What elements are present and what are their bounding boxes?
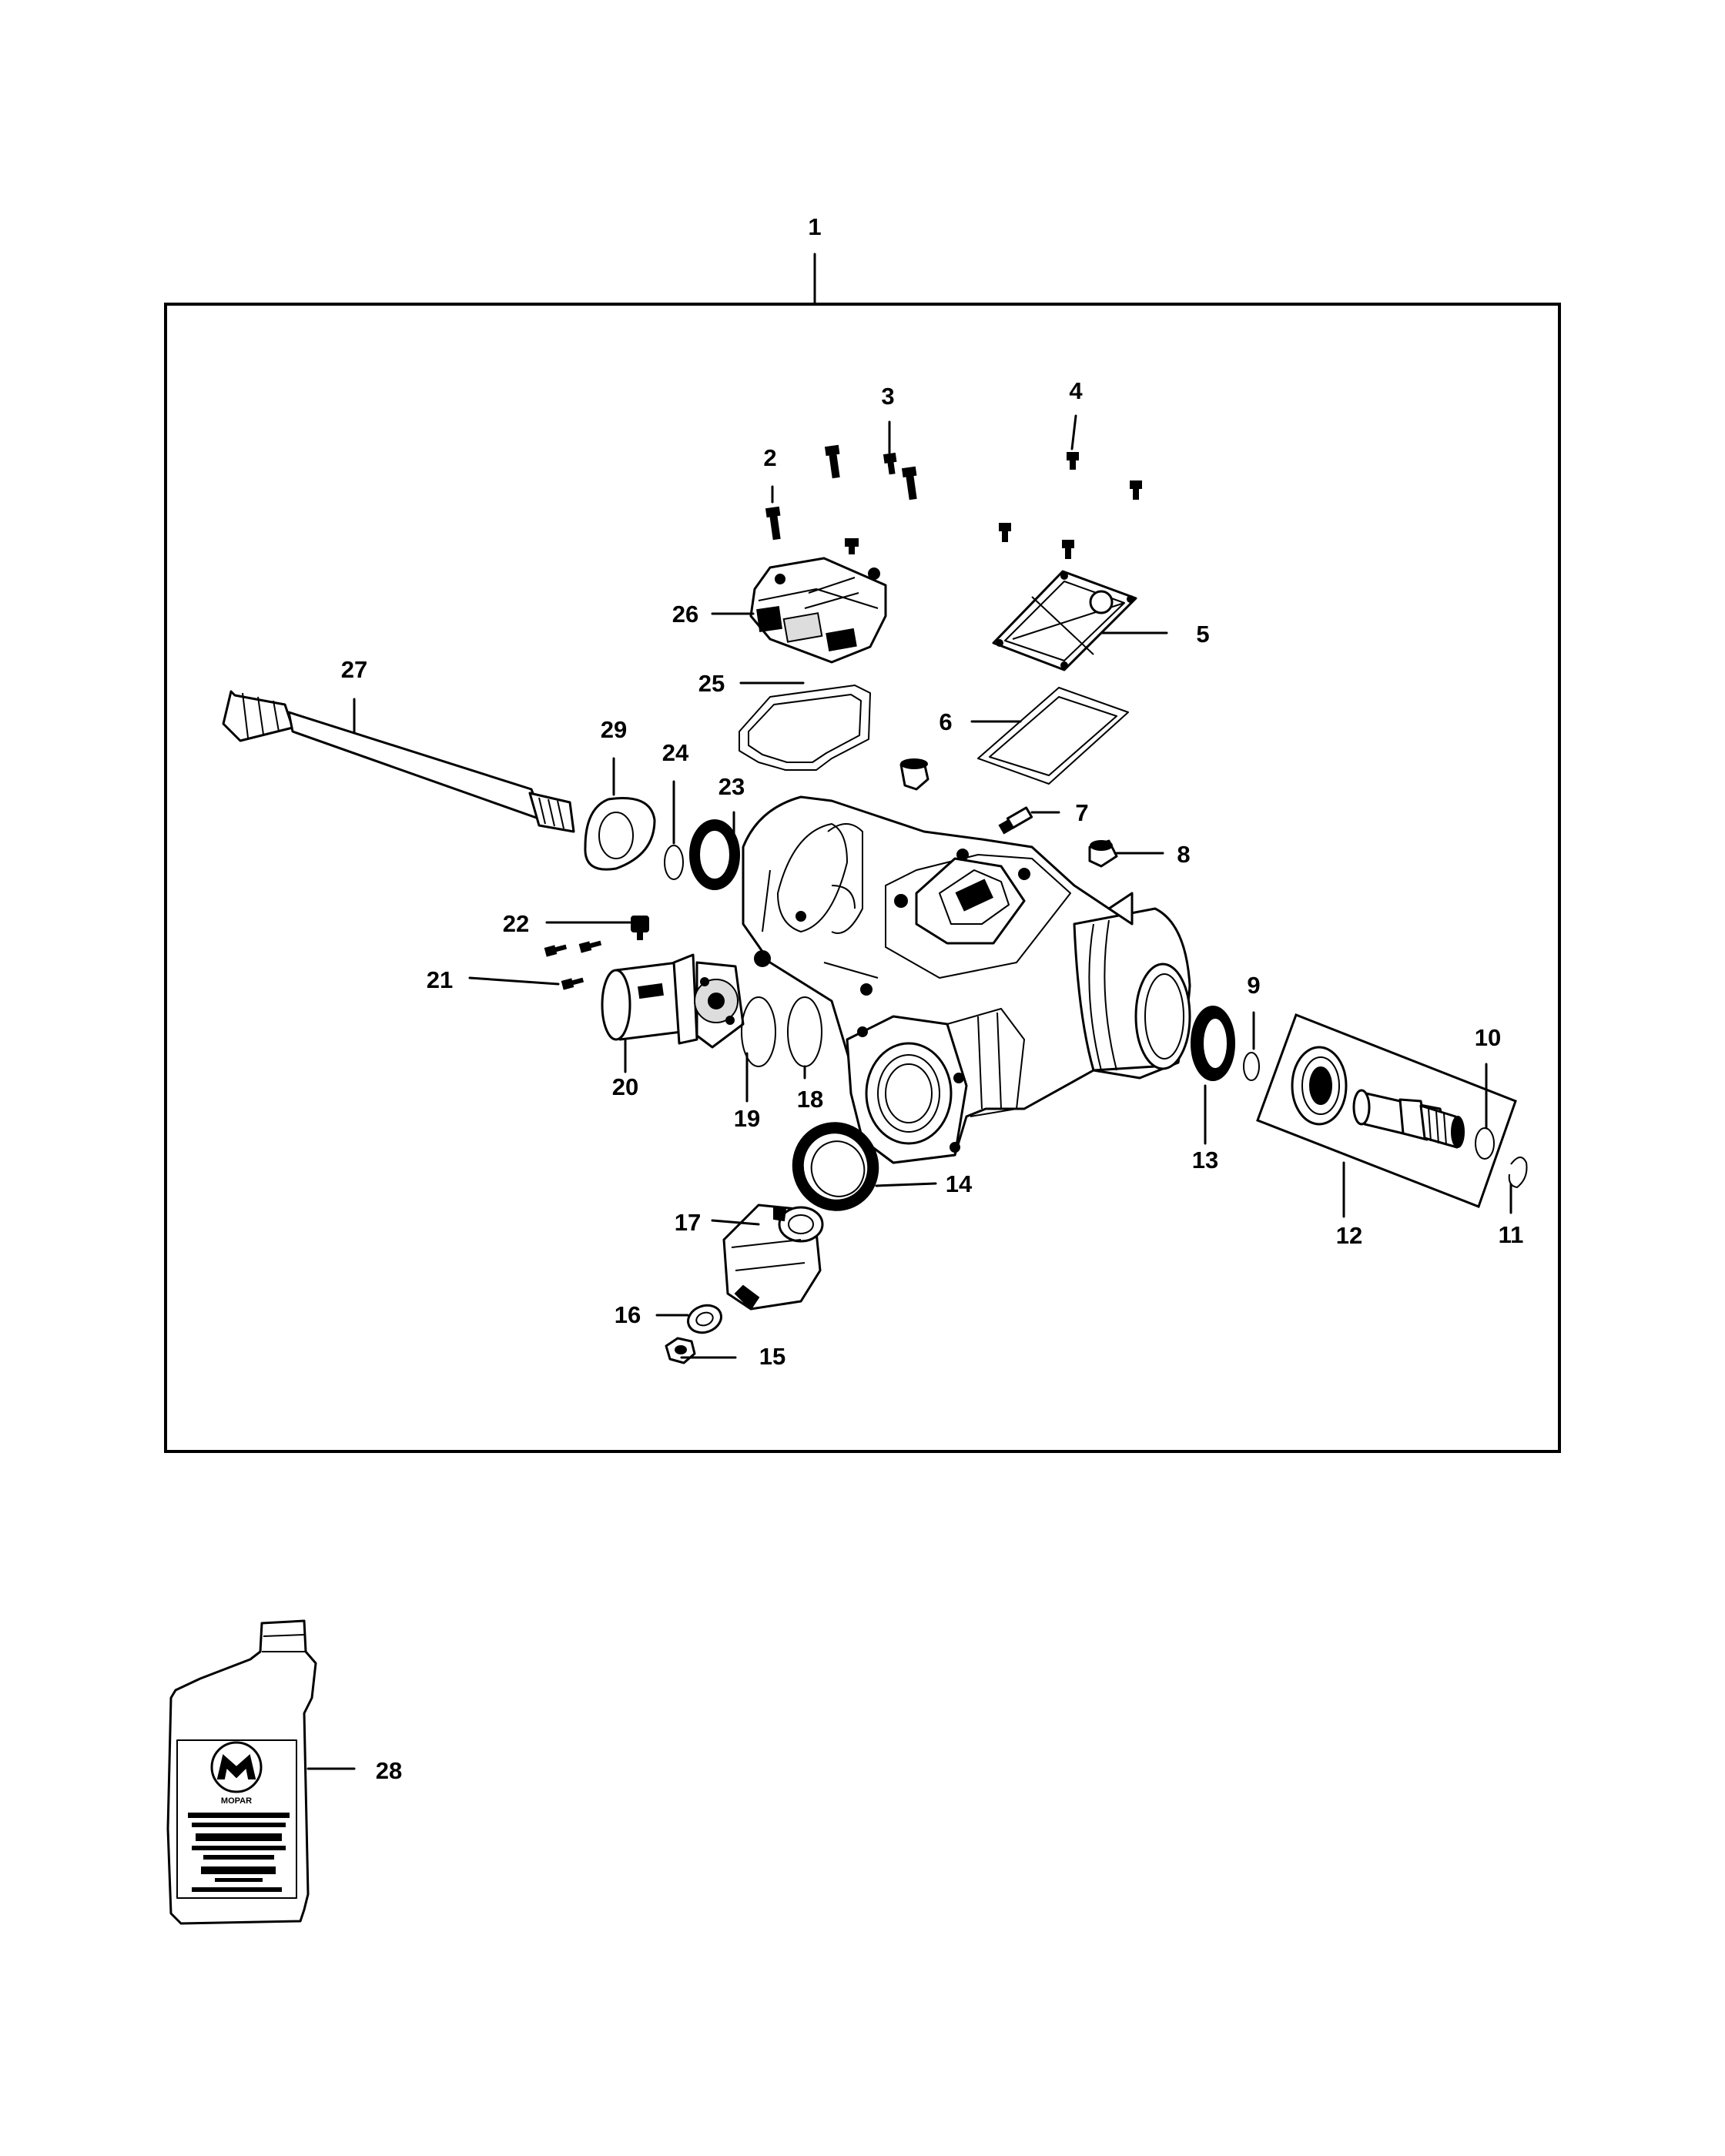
callout-12: 12 (1336, 1222, 1362, 1249)
callout-14: 14 (946, 1170, 973, 1197)
callout-16: 16 (615, 1301, 641, 1328)
callout-5: 5 (1196, 621, 1209, 648)
callout-15: 15 (759, 1343, 785, 1370)
bolt-small-2 (1062, 540, 1074, 559)
bolt-2 (765, 506, 781, 541)
o-ring-24 (664, 845, 684, 880)
nut-15 (665, 1337, 696, 1364)
callout-1: 1 (808, 213, 821, 240)
o-ring-19 (741, 996, 776, 1067)
callout-23: 23 (718, 773, 745, 800)
screw-a (544, 944, 568, 957)
bolt-22 (631, 916, 649, 940)
callout-11: 11 (1499, 1221, 1524, 1248)
cover-5 (992, 570, 1137, 671)
seal-13 (1191, 1006, 1235, 1081)
bolt-group (765, 444, 1142, 559)
bolt-top-1 (824, 444, 840, 479)
callout-22: 22 (503, 910, 529, 937)
assembly-frame (164, 303, 1561, 1453)
callout-18: 18 (797, 1086, 823, 1113)
callout-9: 9 (1247, 972, 1260, 999)
callout-13: 13 (1192, 1147, 1218, 1173)
bottle-brand: MOPAR (221, 1796, 252, 1806)
leader-14 (875, 1182, 937, 1187)
callout-6: 6 (939, 708, 952, 735)
control-module-26 (749, 557, 887, 664)
bolt-small-1 (999, 523, 1011, 542)
fitting-7 (998, 806, 1033, 835)
o-ring-10 (1475, 1127, 1495, 1160)
plug (899, 758, 929, 791)
bolt-top-3 (1130, 480, 1142, 500)
screw-21 (561, 977, 584, 990)
callout-20: 20 (612, 1073, 638, 1100)
callout-27: 27 (341, 656, 367, 683)
callout-17: 17 (675, 1209, 701, 1236)
o-ring-18 (787, 996, 822, 1067)
gasket-6 (977, 687, 1129, 785)
screw-b (578, 940, 602, 953)
callout-4: 4 (1069, 377, 1083, 404)
callout-10: 10 (1475, 1024, 1501, 1051)
leader-21 (468, 976, 560, 986)
callout-29: 29 (601, 716, 627, 743)
main-housing (742, 795, 1191, 1164)
bolt-3 (883, 452, 897, 475)
callout-28: 28 (376, 1757, 402, 1784)
shield-29 (584, 797, 656, 871)
oil-bottle-28: MOPAR (166, 1619, 317, 1925)
callout-2: 2 (763, 444, 776, 471)
gasket-25 (739, 685, 871, 771)
motor-20 (601, 953, 745, 1049)
callout-19: 19 (734, 1105, 760, 1132)
washer-16 (687, 1304, 722, 1334)
callout-24: 24 (662, 739, 689, 766)
bolt-top-2 (901, 466, 917, 500)
callout-3: 3 (881, 383, 894, 410)
callout-21: 21 (427, 966, 453, 993)
callout-25: 25 (698, 670, 725, 697)
flange-17 (722, 1204, 824, 1311)
callout-7: 7 (1075, 799, 1088, 826)
callout-8: 8 (1177, 841, 1190, 868)
o-ring-9 (1243, 1052, 1260, 1081)
seal-23 (689, 819, 740, 890)
plug-8 (1088, 839, 1118, 868)
bolt-small-3 (845, 538, 859, 554)
bolt-4 (1067, 452, 1079, 470)
snap-ring-11 (1508, 1157, 1528, 1188)
callout-26: 26 (672, 601, 698, 628)
leader-4 (1070, 414, 1077, 450)
kit-12 (1256, 1013, 1517, 1208)
leader-17 (711, 1219, 760, 1226)
seal-14 (792, 1122, 879, 1211)
shaft-27 (222, 690, 575, 833)
